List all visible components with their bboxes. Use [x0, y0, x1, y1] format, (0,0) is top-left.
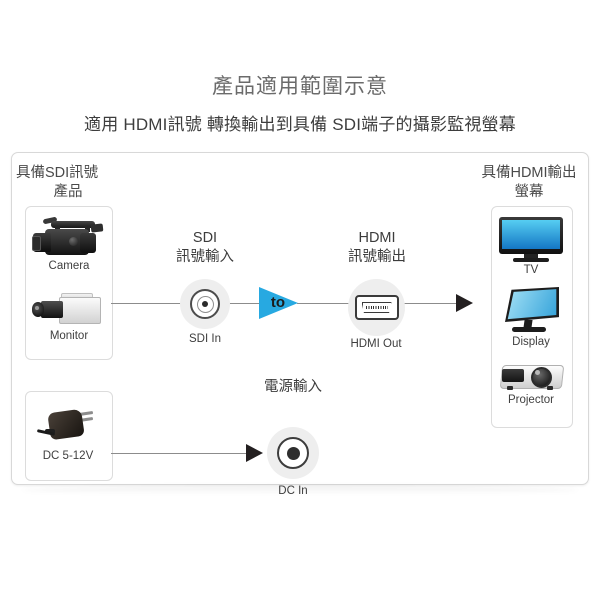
hdmi-port-icon	[348, 279, 405, 336]
list-item: DC 5-12V	[36, 401, 99, 462]
list-item: Display	[501, 287, 561, 348]
connector-line-adapter-to-dc	[111, 453, 246, 454]
hdmi-port-title-line2: 訊號輸出	[348, 249, 406, 265]
connector-line-hdmi-to-displays	[404, 303, 456, 304]
list-item-label: DC 5-12V	[42, 450, 94, 462]
projector-icon	[499, 359, 565, 393]
frame-shadow	[22, 486, 578, 494]
left-panel-heading: 具備SDI訊號 產品	[16, 164, 146, 202]
dc-port-caption: DC In	[278, 485, 308, 497]
camcorder-icon	[31, 215, 107, 259]
right-panel-heading-line1: 具備HDMI輸出	[481, 165, 577, 181]
list-item: Projector	[499, 359, 565, 406]
list-item: TV	[499, 217, 563, 276]
hdmi-port-title: HDMI 訊號輸出	[322, 229, 432, 267]
left-panel-heading-line2: 產品	[53, 184, 83, 200]
power-adapter-icon	[36, 401, 99, 449]
monitor-icon	[501, 287, 561, 335]
right-panel-heading: 具備HDMI輸出 螢幕	[466, 164, 592, 202]
dc-port-title: 電源輸入	[264, 379, 322, 395]
bnc-connector-icon	[180, 279, 230, 329]
list-item-label: Camera	[48, 260, 90, 272]
right-panel-heading-line2: 螢幕	[514, 184, 544, 200]
arrow-right-icon	[456, 294, 473, 312]
list-item-label: Monitor	[49, 330, 89, 342]
list-item-label: Display	[512, 336, 550, 348]
left-panel-heading-line1: 具備SDI訊號	[16, 165, 99, 181]
sdi-products-box: Camera Monitor	[25, 206, 113, 360]
tv-icon	[499, 217, 563, 263]
dc-jack-icon	[267, 427, 319, 479]
converter-label: to	[270, 294, 286, 311]
sdi-port-title: SDI 訊號輸入	[150, 229, 260, 267]
list-item-label: TV	[523, 264, 539, 276]
hdmi-displays-box: TV Display Projector	[491, 206, 573, 428]
hdmi-port-title-line1: HDMI	[358, 230, 396, 246]
box-camera-icon	[31, 289, 107, 329]
list-item-label: Projector	[507, 394, 555, 406]
arrow-power-icon	[246, 444, 263, 462]
sdi-port-caption: SDI In	[189, 333, 221, 345]
blue-triangle-icon	[259, 287, 298, 319]
page-subtitle: 適用 HDMI訊號 轉換輸出到具備 SDI端子的攝影監視螢幕	[84, 115, 516, 134]
list-item: Camera	[31, 215, 107, 272]
connector-line-converter-to-hdmi	[297, 303, 349, 304]
page-title: 產品適用範圍示意	[212, 75, 388, 98]
connector-line-products-to-sdi	[111, 303, 181, 304]
hdmi-port-caption: HDMI Out	[350, 338, 402, 350]
power-source-box: DC 5-12V	[25, 391, 113, 481]
list-item: Monitor	[31, 289, 107, 342]
sdi-port-title-line2: 訊號輸入	[176, 249, 234, 265]
connector-line-sdi-to-converter	[229, 303, 260, 304]
sdi-port-title-line1: SDI	[192, 230, 218, 246]
